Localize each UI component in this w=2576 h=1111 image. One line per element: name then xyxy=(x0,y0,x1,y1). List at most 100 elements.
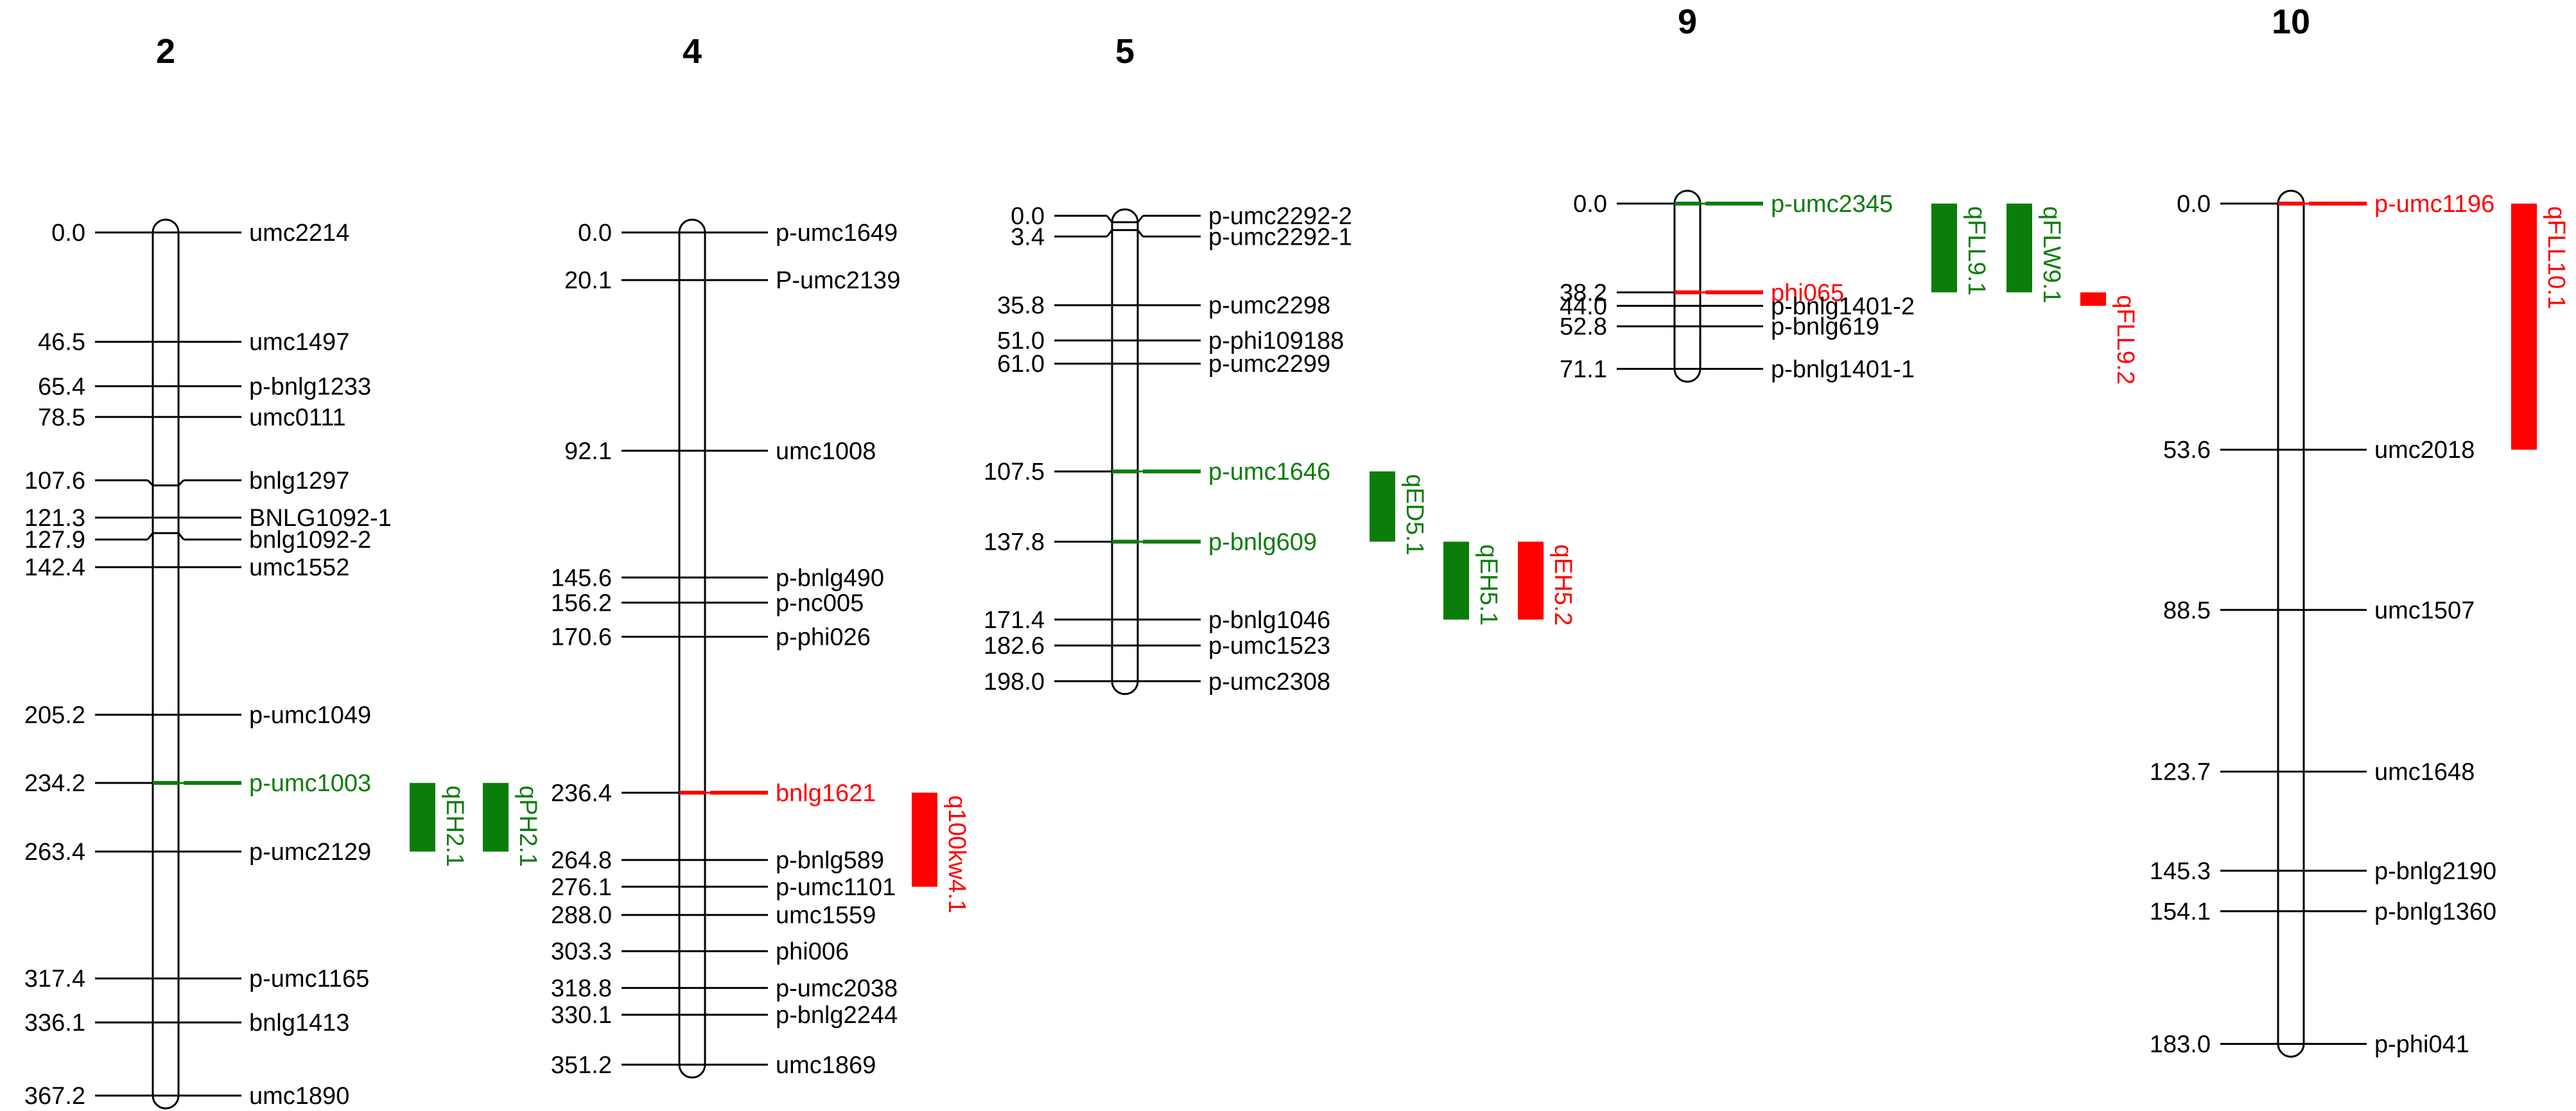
qtl-bar xyxy=(1370,471,1395,542)
marker-name: p-umc1523 xyxy=(1208,633,1330,660)
marker-name: p-umc1196 xyxy=(2374,191,2494,218)
marker-name: p-umc2038 xyxy=(776,975,898,1002)
qtl-bar xyxy=(912,792,937,887)
marker-position: 51.0 xyxy=(997,328,1045,354)
marker-position: 0.0 xyxy=(1573,191,1607,218)
marker-position: 0.0 xyxy=(51,220,85,247)
qtl-label: qEH2.1 xyxy=(441,785,468,867)
marker-position: 198.0 xyxy=(984,669,1045,695)
marker-name: p-umc2345 xyxy=(1771,191,1893,218)
qtl-bar xyxy=(1931,204,1957,293)
marker-name: p-bnlg1360 xyxy=(2374,898,2496,925)
marker-name: p-bnlg1046 xyxy=(1208,607,1330,634)
marker-position: 336.1 xyxy=(24,1010,85,1037)
marker-name: p-umc1101 xyxy=(776,874,896,901)
marker-connector xyxy=(146,479,154,486)
marker-name: umc1497 xyxy=(249,329,349,356)
marker-position: 127.9 xyxy=(24,527,85,554)
marker-position: 0.0 xyxy=(2177,191,2211,218)
marker-name: p-bnlg1401-1 xyxy=(1771,356,1915,383)
marker-name: p-bnlg2244 xyxy=(776,1002,898,1029)
marker-name: p-bnlg490 xyxy=(776,564,884,591)
marker-position: 236.4 xyxy=(551,780,612,807)
qtl-bar xyxy=(1518,541,1544,620)
marker-position: 0.0 xyxy=(578,220,612,247)
qtl-label: qFLW9.1 xyxy=(2038,206,2065,303)
qtl-label: qFLL9.1 xyxy=(1963,206,1990,295)
marker-name: p-umc1646 xyxy=(1208,459,1330,486)
marker-name: bnlg1092-2 xyxy=(249,527,371,554)
marker-name: p-umc2292-2 xyxy=(1208,203,1352,230)
marker-position: 0.0 xyxy=(1011,203,1045,230)
marker-position: 3.4 xyxy=(1011,223,1045,250)
marker-position: 142.4 xyxy=(24,554,85,581)
marker-position: 276.1 xyxy=(551,874,612,901)
qtl-label: q100kw4.1 xyxy=(943,795,970,913)
marker-position: 156.2 xyxy=(551,590,612,617)
marker-name: umc1869 xyxy=(776,1052,876,1079)
qtl-bar xyxy=(1443,541,1469,620)
marker-connector xyxy=(1136,215,1144,223)
qtl-bar xyxy=(2080,292,2106,306)
marker-position: 145.3 xyxy=(2150,858,2211,885)
marker-connector xyxy=(1136,229,1144,238)
marker-name: umc1890 xyxy=(249,1083,349,1110)
marker-name: P-umc2139 xyxy=(776,267,900,294)
marker-position: 182.6 xyxy=(984,633,1045,660)
marker-position: 20.1 xyxy=(564,267,612,294)
qtl-label: qFLL9.2 xyxy=(2112,295,2139,384)
chromosome-body xyxy=(1111,208,1139,695)
qtl-bar xyxy=(410,783,435,852)
marker-position: 367.2 xyxy=(24,1083,85,1110)
marker-name: umc1559 xyxy=(776,902,876,929)
marker-name: p-bnlg609 xyxy=(1208,529,1317,556)
marker-name: bnlg1413 xyxy=(249,1010,349,1037)
marker-position: 170.6 xyxy=(551,624,612,651)
chromosome-body xyxy=(2277,189,2305,1058)
qtl-label: qED5.1 xyxy=(1401,474,1428,556)
marker-position: 71.1 xyxy=(1560,356,1607,383)
marker-connector xyxy=(1106,229,1113,238)
marker-position: 183.0 xyxy=(2150,1031,2211,1058)
marker-name: p-phi109188 xyxy=(1208,328,1344,354)
marker-name: umc1008 xyxy=(776,438,876,465)
marker-position: 318.8 xyxy=(551,975,612,1002)
marker-name: p-umc2129 xyxy=(249,839,371,866)
marker-name: p-phi026 xyxy=(776,624,871,651)
marker-position: 107.5 xyxy=(984,459,1045,486)
marker-position: 303.3 xyxy=(551,938,612,965)
marker-position: 44.0 xyxy=(1560,293,1607,320)
marker-name: phi065 xyxy=(1771,279,1844,306)
marker-name: p-umc2299 xyxy=(1208,351,1330,378)
chromosome-title: 4 xyxy=(683,32,702,71)
qtl-label: qEH5.1 xyxy=(1475,544,1502,625)
marker-name: p-umc1003 xyxy=(249,770,371,797)
marker-position: 154.1 xyxy=(2150,898,2211,925)
marker-name: p-bnlg1233 xyxy=(249,373,371,400)
marker-position: 78.5 xyxy=(38,404,85,431)
marker-name: umc1552 xyxy=(249,554,349,581)
marker-name: p-umc1165 xyxy=(249,966,369,993)
marker-position: 351.2 xyxy=(551,1052,612,1079)
marker-name: umc0111 xyxy=(249,404,346,431)
marker-position: 88.5 xyxy=(2163,597,2211,624)
marker-name: umc2018 xyxy=(2374,437,2475,464)
qtl-bar xyxy=(2006,204,2032,293)
qtl-label: qFLL10.1 xyxy=(2543,206,2570,310)
marker-connector xyxy=(1106,215,1113,223)
marker-name: umc1507 xyxy=(2374,597,2475,624)
marker-name: p-umc2298 xyxy=(1208,292,1330,319)
marker-position: 61.0 xyxy=(997,351,1045,378)
marker-name: bnlg1621 xyxy=(776,780,876,807)
qtl-bar xyxy=(2511,204,2537,450)
marker-position: 35.8 xyxy=(997,292,1045,319)
marker-position: 234.2 xyxy=(24,770,85,797)
marker-position: 317.4 xyxy=(24,966,85,993)
marker-position: 263.4 xyxy=(24,839,85,866)
marker-connector xyxy=(177,479,185,486)
qtl-label: qPH2.1 xyxy=(514,785,541,867)
marker-name: umc1648 xyxy=(2374,758,2475,785)
